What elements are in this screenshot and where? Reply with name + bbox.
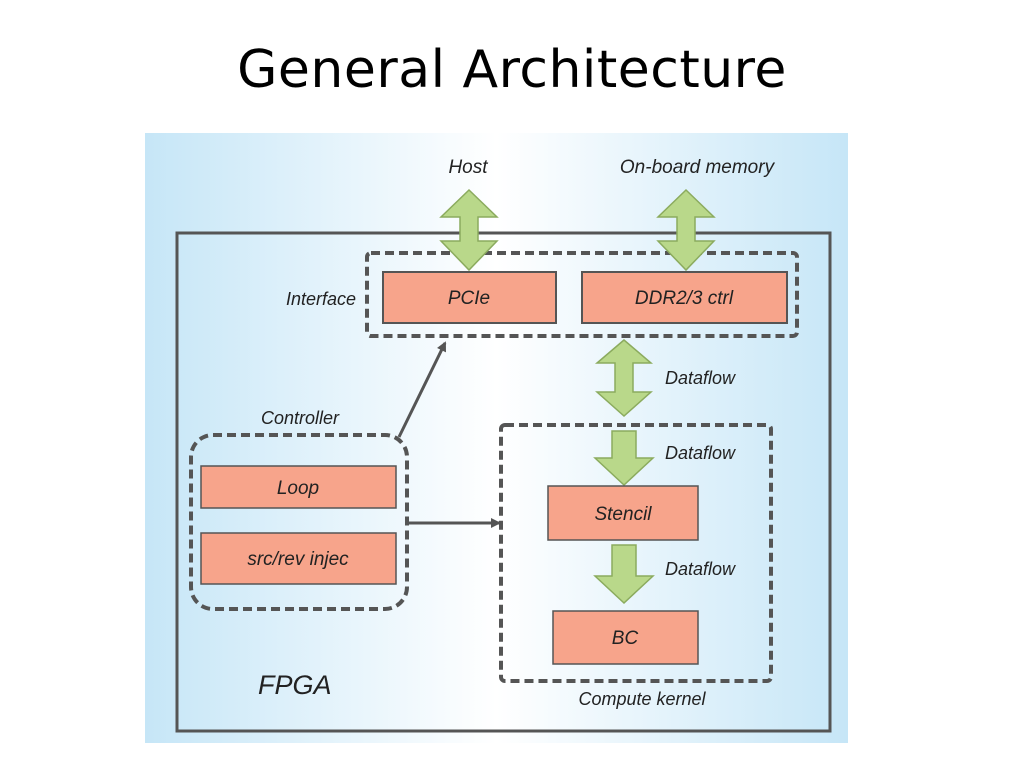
- pcie-block: PCIe: [382, 271, 557, 324]
- stencil-label: Stencil: [594, 504, 652, 525]
- interface-label: Interface: [286, 289, 356, 309]
- interface-kernel-arrow: [594, 339, 654, 418]
- dataflow-label-2: Dataflow: [665, 443, 736, 463]
- kernel-input-arrow: [593, 430, 655, 487]
- interface-group: [365, 251, 799, 338]
- compute-kernel-label: Compute kernel: [578, 689, 706, 709]
- fpga-label: FPGA: [258, 670, 332, 700]
- ddr-block: DDR2/3 ctrl: [581, 271, 788, 324]
- loop-block: Loop: [200, 465, 397, 509]
- stencil-bc-arrow: [593, 544, 655, 605]
- slide-title: General Architecture: [237, 40, 787, 100]
- bc-label: BC: [612, 628, 639, 649]
- pcie-label: PCIe: [448, 288, 490, 309]
- controller-interface-connector: [397, 341, 447, 438]
- dataflow-label-1: Dataflow: [665, 368, 736, 388]
- architecture-diagram: PCIe DDR2/3 ctrl Loop src/rev injec Sten…: [145, 133, 848, 743]
- onboard-memory-label: On-board memory: [620, 157, 776, 178]
- host-arrow: [439, 188, 499, 272]
- bc-block: BC: [552, 610, 699, 665]
- compute-kernel-group: [499, 423, 773, 683]
- src-rev-label: src/rev injec: [247, 549, 349, 570]
- stencil-block: Stencil: [547, 485, 699, 541]
- memory-arrow: [656, 188, 716, 272]
- loop-label: Loop: [277, 478, 319, 499]
- host-label: Host: [448, 157, 488, 178]
- ddr-label: DDR2/3 ctrl: [635, 288, 734, 309]
- controller-group: [189, 433, 409, 611]
- fpga-frame: [175, 231, 832, 733]
- dataflow-label-3: Dataflow: [665, 559, 736, 579]
- diagram-background: [145, 133, 848, 743]
- controller-label: Controller: [261, 408, 340, 428]
- src-rev-block: src/rev injec: [200, 532, 397, 585]
